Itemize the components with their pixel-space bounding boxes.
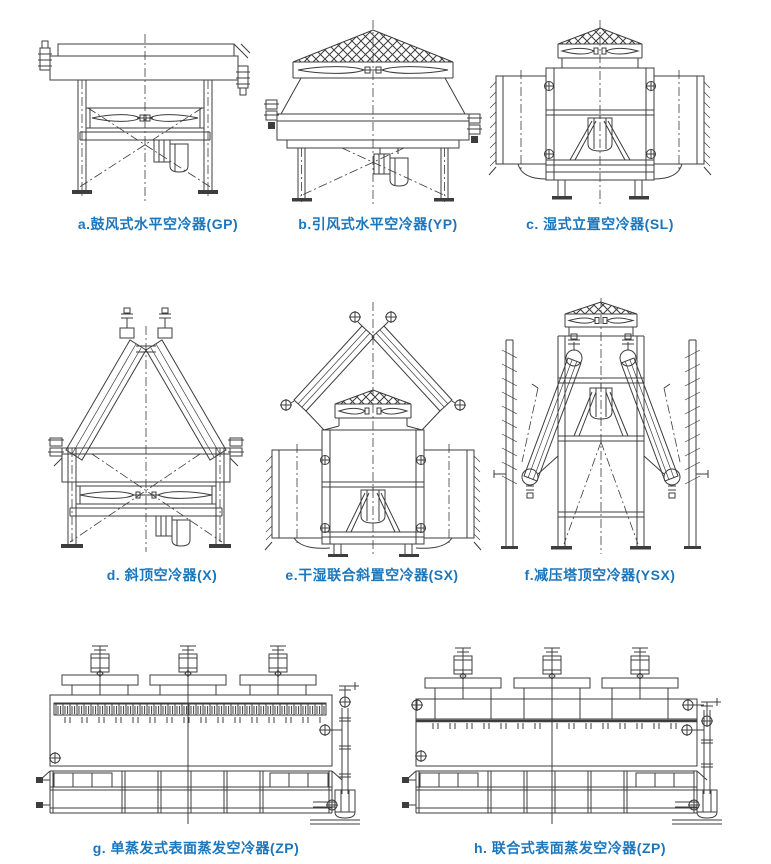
fan-stack	[601, 647, 679, 700]
figure-c-caption: c. 湿式立置空冷器(SL)	[526, 216, 674, 232]
figure-d	[32, 300, 260, 558]
diagram-b-induced-draft-horizontal-cooler-drawing	[264, 20, 482, 206]
diagram-f-vacuum-tower-top-cooler-drawing	[493, 298, 709, 554]
figure-b-caption: b.引风式水平空冷器(YP)	[298, 216, 458, 232]
figure-h	[396, 644, 738, 834]
figure-a	[30, 20, 256, 206]
figure-f	[486, 296, 716, 558]
diagram-g-single-evaporative-cooler-drawing	[36, 645, 360, 825]
figure-g	[28, 644, 368, 834]
diagram-d-sloped-roof-cooler-drawing	[48, 307, 244, 552]
figure-f-caption: f.减压塔顶空冷器(YSX)	[524, 567, 676, 583]
figure-e-caption: e.干湿联合斜置空冷器(SX)	[285, 567, 459, 583]
figure-h-caption: h. 联合式表面蒸发空冷器(ZP)	[473, 840, 667, 856]
figure-a-caption: a.鼓风式水平空冷器(GP)	[77, 216, 239, 232]
figure-e	[258, 298, 488, 558]
fan-stack	[239, 645, 317, 696]
figure-g-caption: g. 单蒸发式表面蒸发空冷器(ZP)	[92, 840, 300, 856]
figure-d-caption: d. 斜顶空冷器(X)	[106, 567, 218, 583]
fan-stack	[424, 647, 502, 700]
fan-stack	[61, 645, 139, 696]
diagram-e-dry-wet-inclined-cooler-drawing	[264, 302, 482, 557]
figure-c	[488, 14, 712, 210]
diagram-c-wet-vertical-cooler-drawing	[488, 20, 712, 204]
diagram-h-combined-evaporative-cooler-drawing	[402, 647, 722, 825]
figure-b	[262, 14, 484, 210]
diagram-a-forced-draft-horizontal-cooler-drawing	[38, 34, 251, 202]
